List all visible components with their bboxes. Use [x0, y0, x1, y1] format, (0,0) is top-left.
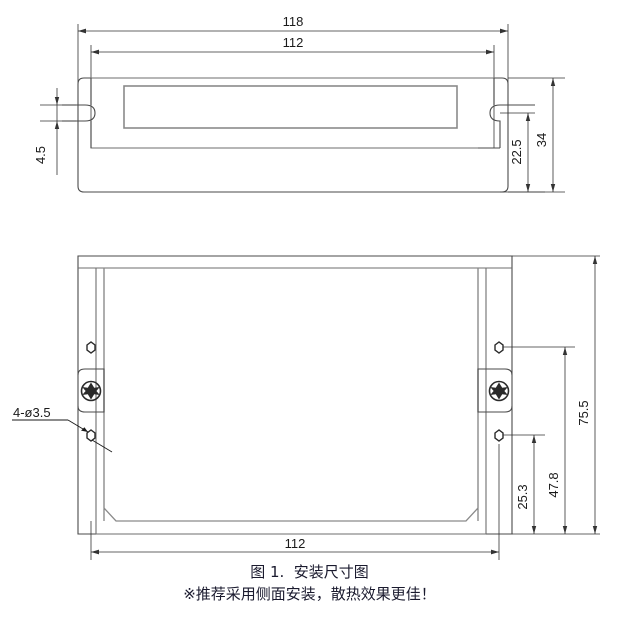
arrow-up-755	[592, 526, 598, 534]
arrow-up-225	[525, 184, 531, 192]
top-view-group: 118 112	[33, 14, 565, 193]
dim-label-253: 25.3	[515, 484, 530, 509]
right-mounting-slot	[489, 104, 535, 148]
arrow-down-755	[592, 256, 598, 264]
arrow-down-34	[550, 78, 556, 86]
arrow-left-118	[78, 28, 86, 34]
arrow-down-478	[562, 347, 568, 355]
left-mounting-ear	[77, 368, 105, 413]
arrow-up-253	[531, 526, 537, 534]
arrow-right-112	[486, 49, 494, 55]
right-lower-hole-icon	[494, 429, 504, 442]
arrow-left-112	[91, 49, 99, 55]
bottom-view-group: 4-ø3.5 25.3 47.8	[12, 255, 600, 560]
callout-arrowhead	[81, 427, 88, 432]
arrow-right-118	[500, 28, 508, 34]
dim-112-group	[90, 45, 495, 100]
arrow-left-112b	[91, 549, 99, 555]
right-mounting-ear	[477, 368, 513, 413]
left-phillips-screw-icon	[80, 380, 102, 402]
figure-title: 图 1. 安装尺寸图	[250, 563, 369, 581]
figure-note: ※推荐采用侧面安装，散热效果更佳！	[183, 584, 436, 603]
left-upper-hole-icon	[86, 341, 96, 354]
dim-label-755: 75.5	[576, 400, 591, 425]
dim-label-112-top: 112	[283, 35, 304, 50]
dim-755-group	[512, 255, 600, 535]
dim-34-group	[508, 77, 565, 193]
arrow-up-478	[562, 526, 568, 534]
dim-112-bottom-group	[90, 444, 500, 560]
profile-outer-outline	[77, 77, 509, 193]
dim-478-group	[503, 346, 575, 534]
arrow-down-253	[531, 435, 537, 443]
left-lower-hole-icon	[86, 429, 96, 442]
dim-label-34: 34	[534, 133, 549, 147]
right-upper-hole-icon	[494, 341, 504, 354]
dim-label-478: 47.8	[546, 472, 561, 497]
callout-leader-tail	[91, 439, 113, 453]
dim-label-118: 118	[283, 14, 304, 29]
dim-label-45: 4.5	[33, 146, 48, 164]
plan-inner-plate	[103, 267, 479, 522]
hole-callout-label: 4-ø3.5	[13, 405, 51, 420]
figure-caption-block: 图 1. 安装尺寸图 ※推荐采用侧面安装，散热效果更佳！	[0, 562, 619, 606]
left-mounting-slot	[62, 104, 96, 122]
right-phillips-screw-icon	[488, 380, 510, 402]
arrow-right-112b	[491, 549, 499, 555]
arrow-up-34	[550, 184, 556, 192]
hole-callout-group	[12, 419, 113, 453]
dim-label-225: 22.5	[509, 139, 524, 164]
arrow-up-45	[54, 121, 60, 129]
dim-253-group	[503, 434, 545, 534]
dim-label-112-bottom: 112	[285, 536, 306, 551]
arrow-down-225	[525, 113, 531, 121]
dim-118-group	[77, 24, 509, 86]
profile-face-block	[90, 77, 495, 149]
plan-outer-frame	[77, 255, 513, 535]
arrow-down-45	[54, 97, 60, 105]
profile-inner-window	[123, 85, 458, 129]
